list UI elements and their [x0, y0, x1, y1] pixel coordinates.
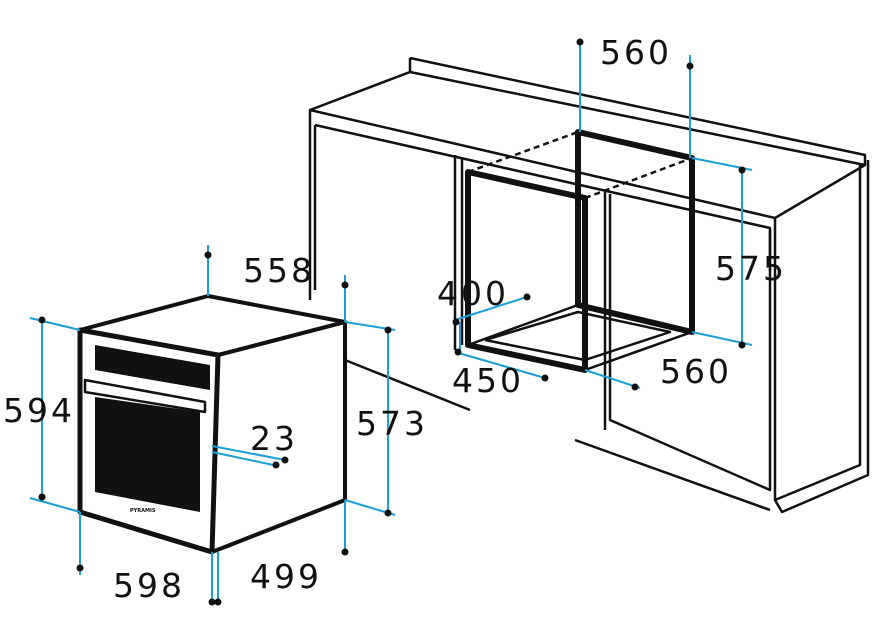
kitchen-cabinet [308, 56, 870, 514]
bottom-depth-label: 450 [452, 361, 524, 400]
oven-door-window [95, 397, 200, 512]
oven-body-depth-label: 499 [250, 557, 322, 596]
control-panel-display [95, 345, 210, 390]
vent-opening-label: 400 [437, 274, 509, 313]
oven-side-height-label: 573 [356, 404, 428, 443]
door-offset-label: 23 [250, 419, 298, 458]
oven-front-height-label: 594 [3, 391, 75, 430]
niche-depth-label: 560 [660, 352, 732, 391]
niche-width-label: 560 [600, 33, 672, 72]
oven-depth-top-label: 558 [243, 251, 315, 290]
oven: PYRAMIS [77, 294, 347, 555]
niche-height-label: 575 [715, 249, 787, 288]
dimension-dots [38, 38, 746, 606]
brand-logo: PYRAMIS [130, 508, 156, 514]
oven-width-label: 598 [113, 566, 185, 605]
